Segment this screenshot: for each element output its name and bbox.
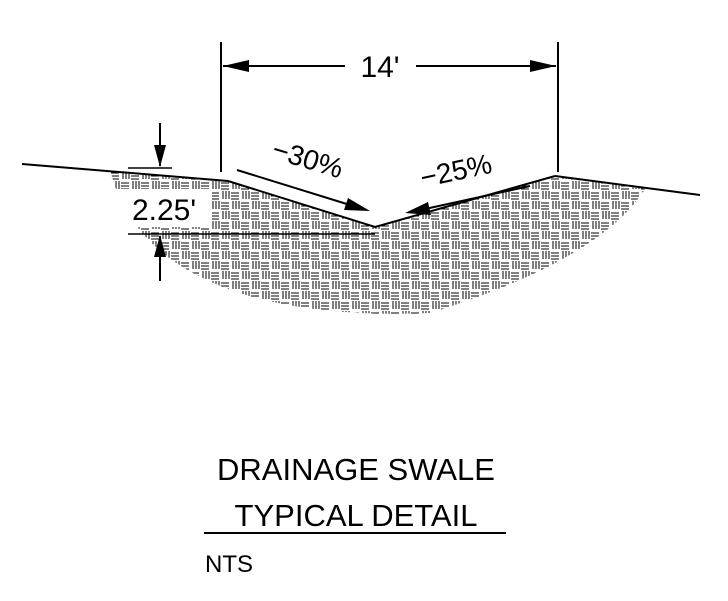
depth-arrowhead-bottom [154, 235, 166, 257]
depth-label-mask [116, 189, 212, 227]
ground-line-left [21, 163, 229, 182]
depth-dimension-label: 2.25' [132, 194, 196, 227]
depth-arrowhead-top [154, 145, 166, 167]
width-arrowhead-left [223, 60, 249, 72]
title-line-2: TYPICAL DETAIL [235, 498, 478, 533]
title-line-1: DRAINAGE SWALE [217, 452, 495, 487]
ground-line-right [554, 175, 701, 196]
width-dimension-label: 14' [360, 51, 399, 84]
soil-hatch-region [110, 170, 645, 314]
left-slope-arrowhead [344, 198, 370, 211]
right-slope-label: −25% [417, 148, 494, 193]
right-slope-arrow-line [424, 185, 531, 210]
left-slope-arrow-line [236, 169, 351, 206]
right-slope-arrowhead [405, 202, 431, 215]
scale-note: NTS [205, 551, 253, 578]
left-slope-label: −30% [269, 134, 347, 185]
width-arrowhead-right [530, 60, 556, 72]
